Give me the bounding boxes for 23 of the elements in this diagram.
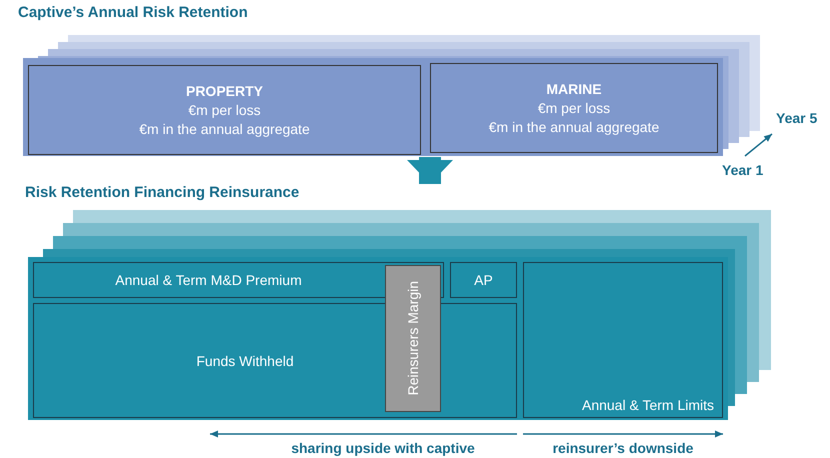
box-label: Annual & Term Limits: [582, 397, 714, 413]
limits-box: [523, 262, 723, 418]
span-label: sharing upside with captive: [291, 440, 475, 456]
box-text: €m per loss: [538, 98, 610, 118]
section-heading: Risk Retention Financing Reinsurance: [25, 184, 300, 201]
year-label: Year 5: [776, 110, 818, 126]
box-label: Annual & Term M&D Premium: [115, 272, 302, 288]
box-label: AP: [474, 272, 493, 288]
property-box: [28, 65, 421, 155]
box-title: MARINE: [546, 80, 602, 98]
box-label: Funds Withheld: [196, 352, 294, 368]
vertical-label: Reinsurers Margin: [405, 281, 421, 396]
box-text: €m in the annual aggregate: [139, 120, 310, 138]
ap-box: [450, 262, 517, 298]
box-text: €m per loss: [188, 100, 261, 120]
box-text: €m in the annual aggregate: [488, 118, 660, 136]
marine-box: [430, 63, 718, 153]
year-label: Year 1: [722, 162, 764, 178]
box-title: PROPERTY: [186, 82, 263, 100]
section-heading: Captive’s Annual Risk Retention: [18, 4, 248, 21]
block-arrow: [407, 157, 453, 184]
span-label: reinsurer’s downside: [552, 440, 694, 456]
margin-bar: [385, 265, 441, 412]
